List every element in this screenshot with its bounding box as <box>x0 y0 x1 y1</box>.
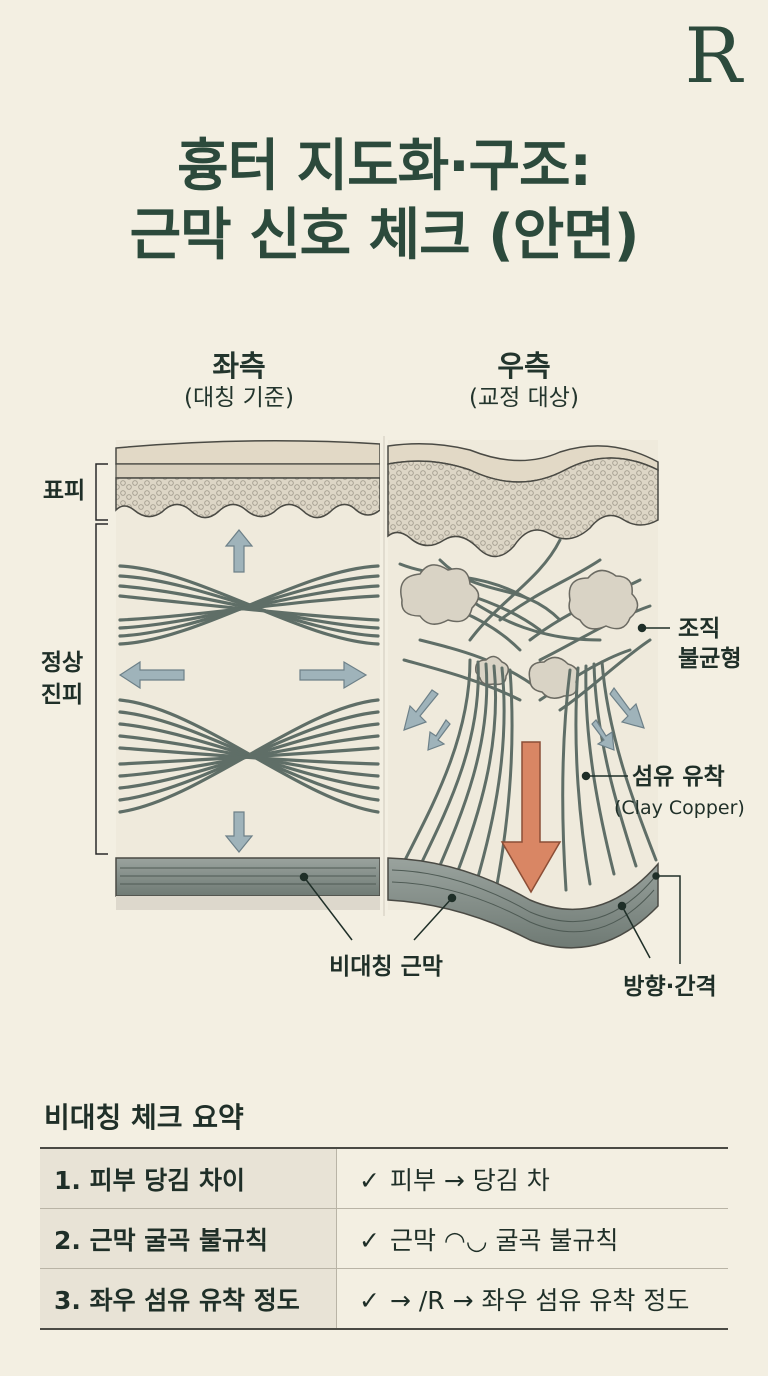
right-column-subtitle: (교정 대상) <box>469 385 579 412</box>
summary-item: 2. 근막 굴곡 불규칙 <box>40 1208 337 1269</box>
arrow-down-left-icon <box>403 689 439 731</box>
tissue-clumps <box>400 564 639 699</box>
left-column-header: 좌측 (대칭 기준) <box>98 348 380 414</box>
callout-lines <box>299 623 681 964</box>
summary-check-text: 근막 ◠◡ 굴곡 불규칙 <box>389 1225 619 1255</box>
arrow-down-right-icon <box>609 686 645 729</box>
adhesion-fibers <box>402 658 658 892</box>
table-row: 1. 피부 당김 차이 ✓ 피부 → 당김 차 <box>40 1147 728 1209</box>
label-dermis-line-1: 정상 <box>41 650 83 676</box>
check-icon: ✓ <box>359 1225 380 1255</box>
summary-check: ✓ 피부 → 당김 차 <box>336 1147 728 1209</box>
left-column-subtitle: (대칭 기준) <box>184 385 294 412</box>
label-fiber-adhesion: 섬유 유착 <box>632 764 725 790</box>
skin-cross-section-diagram: 표피 정상 진피 조직 불균형 섬유 유착 (Clay Copper) 비대칭 … <box>41 436 745 1000</box>
summary-check-text: 피부 → 당김 차 <box>389 1165 550 1195</box>
summary-item: 3. 좌우 섬유 유착 정도 <box>40 1268 337 1330</box>
arrow-down-left-icon <box>427 719 451 751</box>
right-small-arrows <box>403 686 645 751</box>
summary-title: 비대칭 체크 요약 <box>44 1101 244 1134</box>
title-line-1: 흉터 지도화·구조: <box>177 134 592 199</box>
left-panel <box>115 440 381 910</box>
page-title: 흉터 지도화·구조: 근막 신호 체크 (안면) <box>0 132 768 271</box>
table-row: 2. 근막 굴곡 불규칙 ✓ 근막 ◠◡ 굴곡 불규칙 <box>40 1208 728 1269</box>
layer-brackets <box>95 463 108 855</box>
right-column-header: 우측 (교정 대상) <box>390 348 658 414</box>
summary-check-text: → /R → 좌우 섬유 유착 정도 <box>389 1285 690 1315</box>
label-tissue-line-1: 조직 <box>678 616 720 642</box>
summary-check: ✓ 근막 ◠◡ 굴곡 불규칙 <box>336 1208 728 1269</box>
left-expansion-arrows <box>118 529 368 853</box>
tangled-fibers <box>398 538 652 712</box>
check-icon: ✓ <box>359 1165 380 1195</box>
summary-check: ✓ → /R → 좌우 섬유 유착 정도 <box>336 1268 728 1330</box>
label-epidermis: 표피 <box>43 478 85 504</box>
arrow-down-icon <box>224 811 254 853</box>
label-tissue-line-2: 불균형 <box>678 646 741 672</box>
lower-fiber-bundle <box>118 698 380 814</box>
label-dermis-line-2: 진피 <box>41 682 83 708</box>
arrow-right-icon <box>299 660 368 690</box>
arrow-left-icon <box>118 660 185 690</box>
arrow-down-right-icon <box>591 719 615 751</box>
arrow-up-icon <box>224 529 254 573</box>
summary-item: 1. 피부 당김 차이 <box>40 1147 337 1209</box>
right-panel <box>387 440 659 949</box>
brand-logo: R <box>684 11 742 100</box>
upper-fiber-bundle <box>118 564 380 646</box>
pull-down-arrow-icon <box>500 741 562 894</box>
title-line-2: 근막 신호 체크 (안면) <box>129 203 640 269</box>
label-fiber-note: (Clay Copper) <box>614 797 745 819</box>
summary-table: 1. 피부 당김 차이 ✓ 피부 → 당김 차 2. 근막 굴곡 불규칙 ✓ 근막 … <box>40 1147 728 1330</box>
label-asymmetric-fascia: 비대칭 근막 <box>329 954 443 980</box>
table-row: 3. 좌우 섬유 유착 정도 ✓ → /R → 좌우 섬유 유착 정도 <box>40 1268 728 1330</box>
label-direction-gap: 방향·간격 <box>623 974 716 1000</box>
check-icon: ✓ <box>359 1285 380 1315</box>
left-column-title: 좌측 <box>212 349 266 383</box>
right-column-title: 우측 <box>497 349 551 383</box>
